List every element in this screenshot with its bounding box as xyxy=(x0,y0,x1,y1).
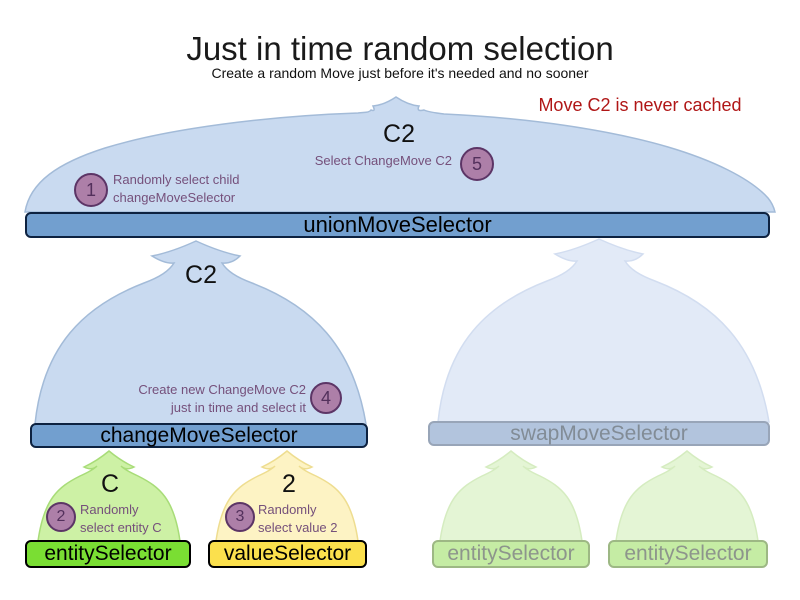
move-label-c: C xyxy=(100,470,120,498)
faded-entity-selection-dome-arrow-shape-2 xyxy=(615,450,759,542)
step-3-note-line1: Randomly xyxy=(258,502,317,517)
step-1-note: Randomly select child changeMoveSelector xyxy=(113,171,239,207)
page-subtitle: Create a random Move just before it's ne… xyxy=(211,65,589,81)
step-3-note: Randomly select value 2 xyxy=(258,501,338,537)
step-4-note-line1: Create new ChangeMove C2 xyxy=(138,382,306,397)
faded-entity-selector-bar-2: entitySelector xyxy=(608,540,768,568)
union-selection-dome-arrow-shape xyxy=(24,96,776,213)
step-4-note-line2: just in time and select it xyxy=(170,400,306,415)
step-3-badge: 3 xyxy=(225,502,255,532)
entity-selector-bar: entitySelector xyxy=(25,540,191,568)
union-move-selector-bar: unionMoveSelector xyxy=(25,212,770,238)
step-2-note-line1: Randomly xyxy=(80,502,139,517)
step-5-badge: 5 xyxy=(460,147,494,181)
step-1-badge: 1 xyxy=(74,173,108,207)
warning-note: Move C2 is never cached xyxy=(538,95,742,115)
step-5-note: Select ChangeMove C2 xyxy=(314,153,452,168)
swap-selection-dome-arrow-shape xyxy=(437,238,770,423)
step-4-badge: 4 xyxy=(310,382,342,414)
swap-move-selector-bar: swapMoveSelector xyxy=(428,421,770,446)
step-2-note-line2: select entity C xyxy=(80,520,162,535)
step-1-note-line1: Randomly select child xyxy=(113,172,240,187)
step-2-badge: 2 xyxy=(46,502,76,532)
move-label-c2-top: C2 xyxy=(383,120,415,148)
step-2-note: Randomly select entity C xyxy=(80,501,162,537)
step-4-note: Create new ChangeMove C2 just in time an… xyxy=(106,381,306,417)
value-selector-bar: valueSelector xyxy=(208,540,367,568)
faded-entity-selection-dome-arrow-shape-1 xyxy=(439,450,583,542)
move-label-c2-mid: C2 xyxy=(185,261,217,289)
step-1-note-line2: changeMoveSelector xyxy=(113,190,236,205)
page-title: Just in time random selection xyxy=(186,30,614,67)
faded-entity-selector-bar-1: entitySelector xyxy=(432,540,590,568)
change-move-selector-bar: changeMoveSelector xyxy=(30,423,368,448)
step-3-note-line2: select value 2 xyxy=(258,520,338,535)
move-label-2: 2 xyxy=(282,470,296,498)
